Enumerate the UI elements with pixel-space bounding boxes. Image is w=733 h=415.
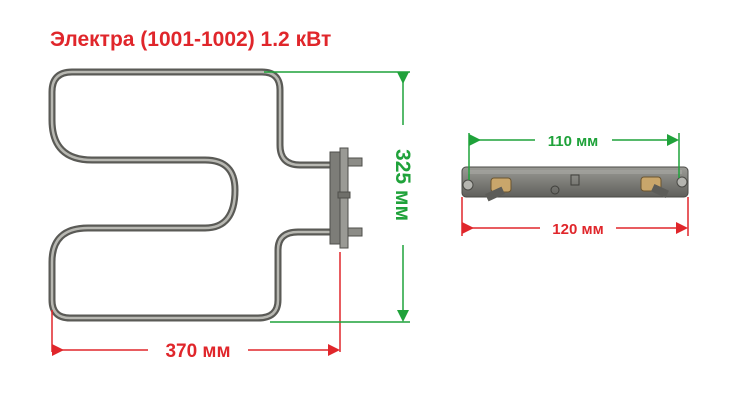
- left-mounting-stud: [462, 179, 474, 191]
- hole-spacing-label: 110 мм: [548, 133, 599, 150]
- height-dimension-label: 325 мм: [391, 149, 414, 221]
- hole-spacing-dimension: 110 мм: [468, 133, 680, 180]
- product-title: Электра (1001-1002) 1.2 кВт: [50, 28, 332, 51]
- plate-length-dimension: 120 мм: [461, 197, 689, 238]
- plate-length-label: 120 мм: [552, 221, 603, 238]
- mounting-bracket: [329, 147, 363, 249]
- right-mounting-stud: [676, 176, 688, 188]
- left-terminal: [485, 177, 512, 202]
- right-terminal: [640, 176, 669, 199]
- terminal-plate: [461, 166, 689, 202]
- width-dimension-label: 370 мм: [165, 341, 230, 362]
- heating-element-tube: [48, 68, 344, 322]
- width-dimension: 370 мм: [51, 252, 341, 362]
- height-dimension: 325 мм: [264, 71, 414, 323]
